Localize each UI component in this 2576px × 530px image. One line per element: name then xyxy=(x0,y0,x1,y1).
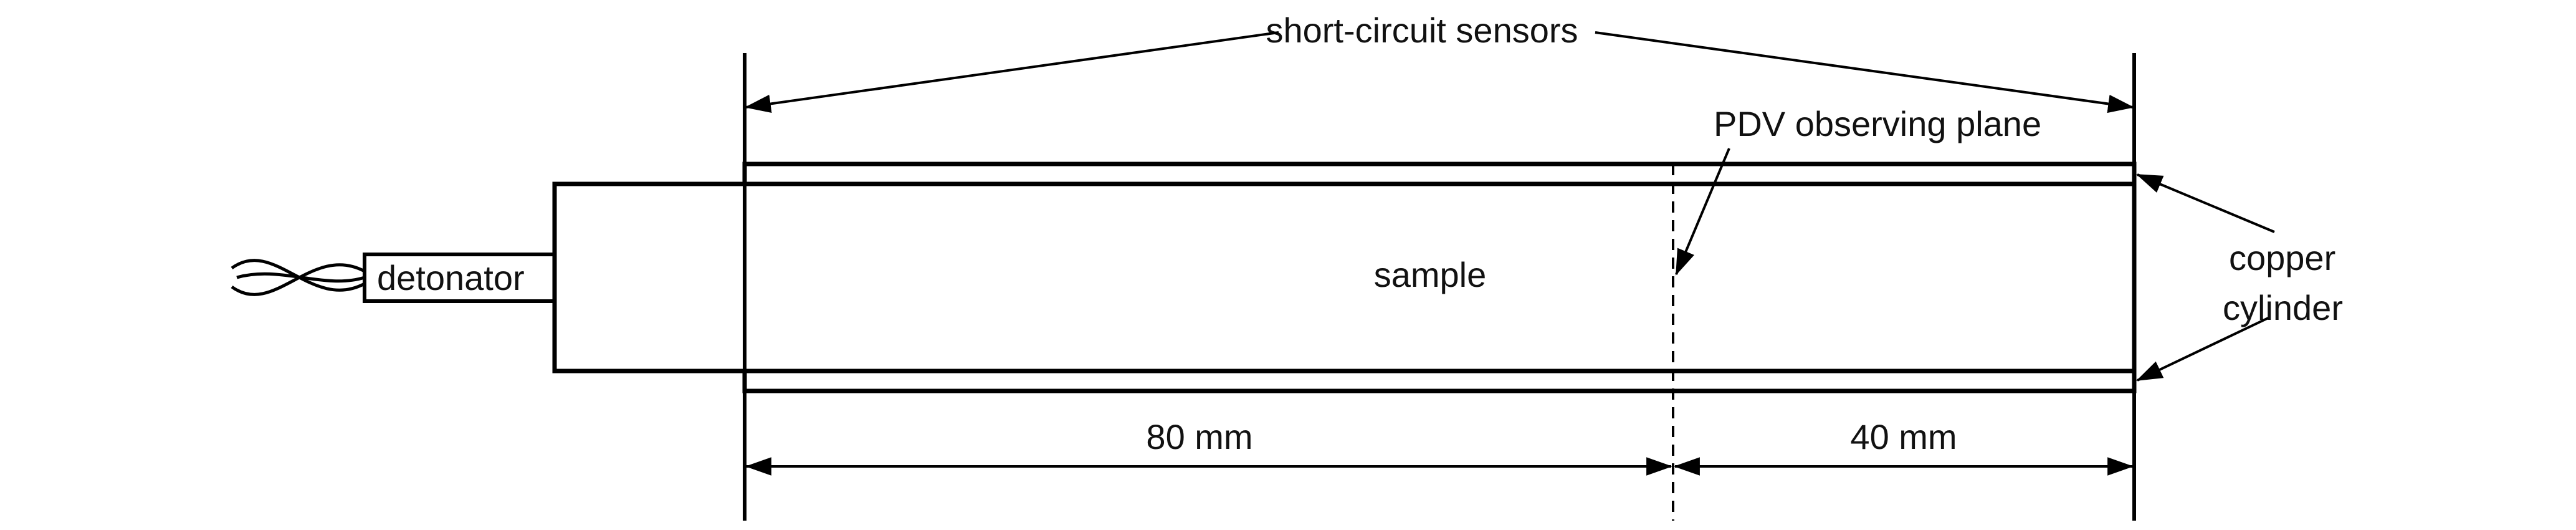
detonator-label: detonator xyxy=(377,258,525,297)
copper-arrow-top xyxy=(2136,173,2275,233)
copper-wall-bottom xyxy=(742,369,2137,393)
sample-label: sample xyxy=(1374,255,1487,294)
copper-wall-top xyxy=(742,161,2137,186)
detonator-wires xyxy=(231,259,366,296)
sensors-label: short-circuit sensors xyxy=(1266,11,1578,50)
dimension-80mm-label: 80 mm xyxy=(1146,417,1252,456)
pdv-plane-label: PDV observing plane xyxy=(1714,104,2041,143)
dimension-40mm-label: 40 mm xyxy=(1850,417,1957,456)
pdv-plane-arrow xyxy=(1675,148,1730,276)
copper-arrow-bottom xyxy=(2136,317,2269,382)
sample-cylinder xyxy=(552,181,2137,373)
sensors-arrow-left xyxy=(744,31,1279,113)
copper-label-line2: cylinder xyxy=(2223,288,2343,327)
sensors-arrow-right xyxy=(1595,31,2135,113)
copper-label-line1: copper xyxy=(2229,238,2335,277)
